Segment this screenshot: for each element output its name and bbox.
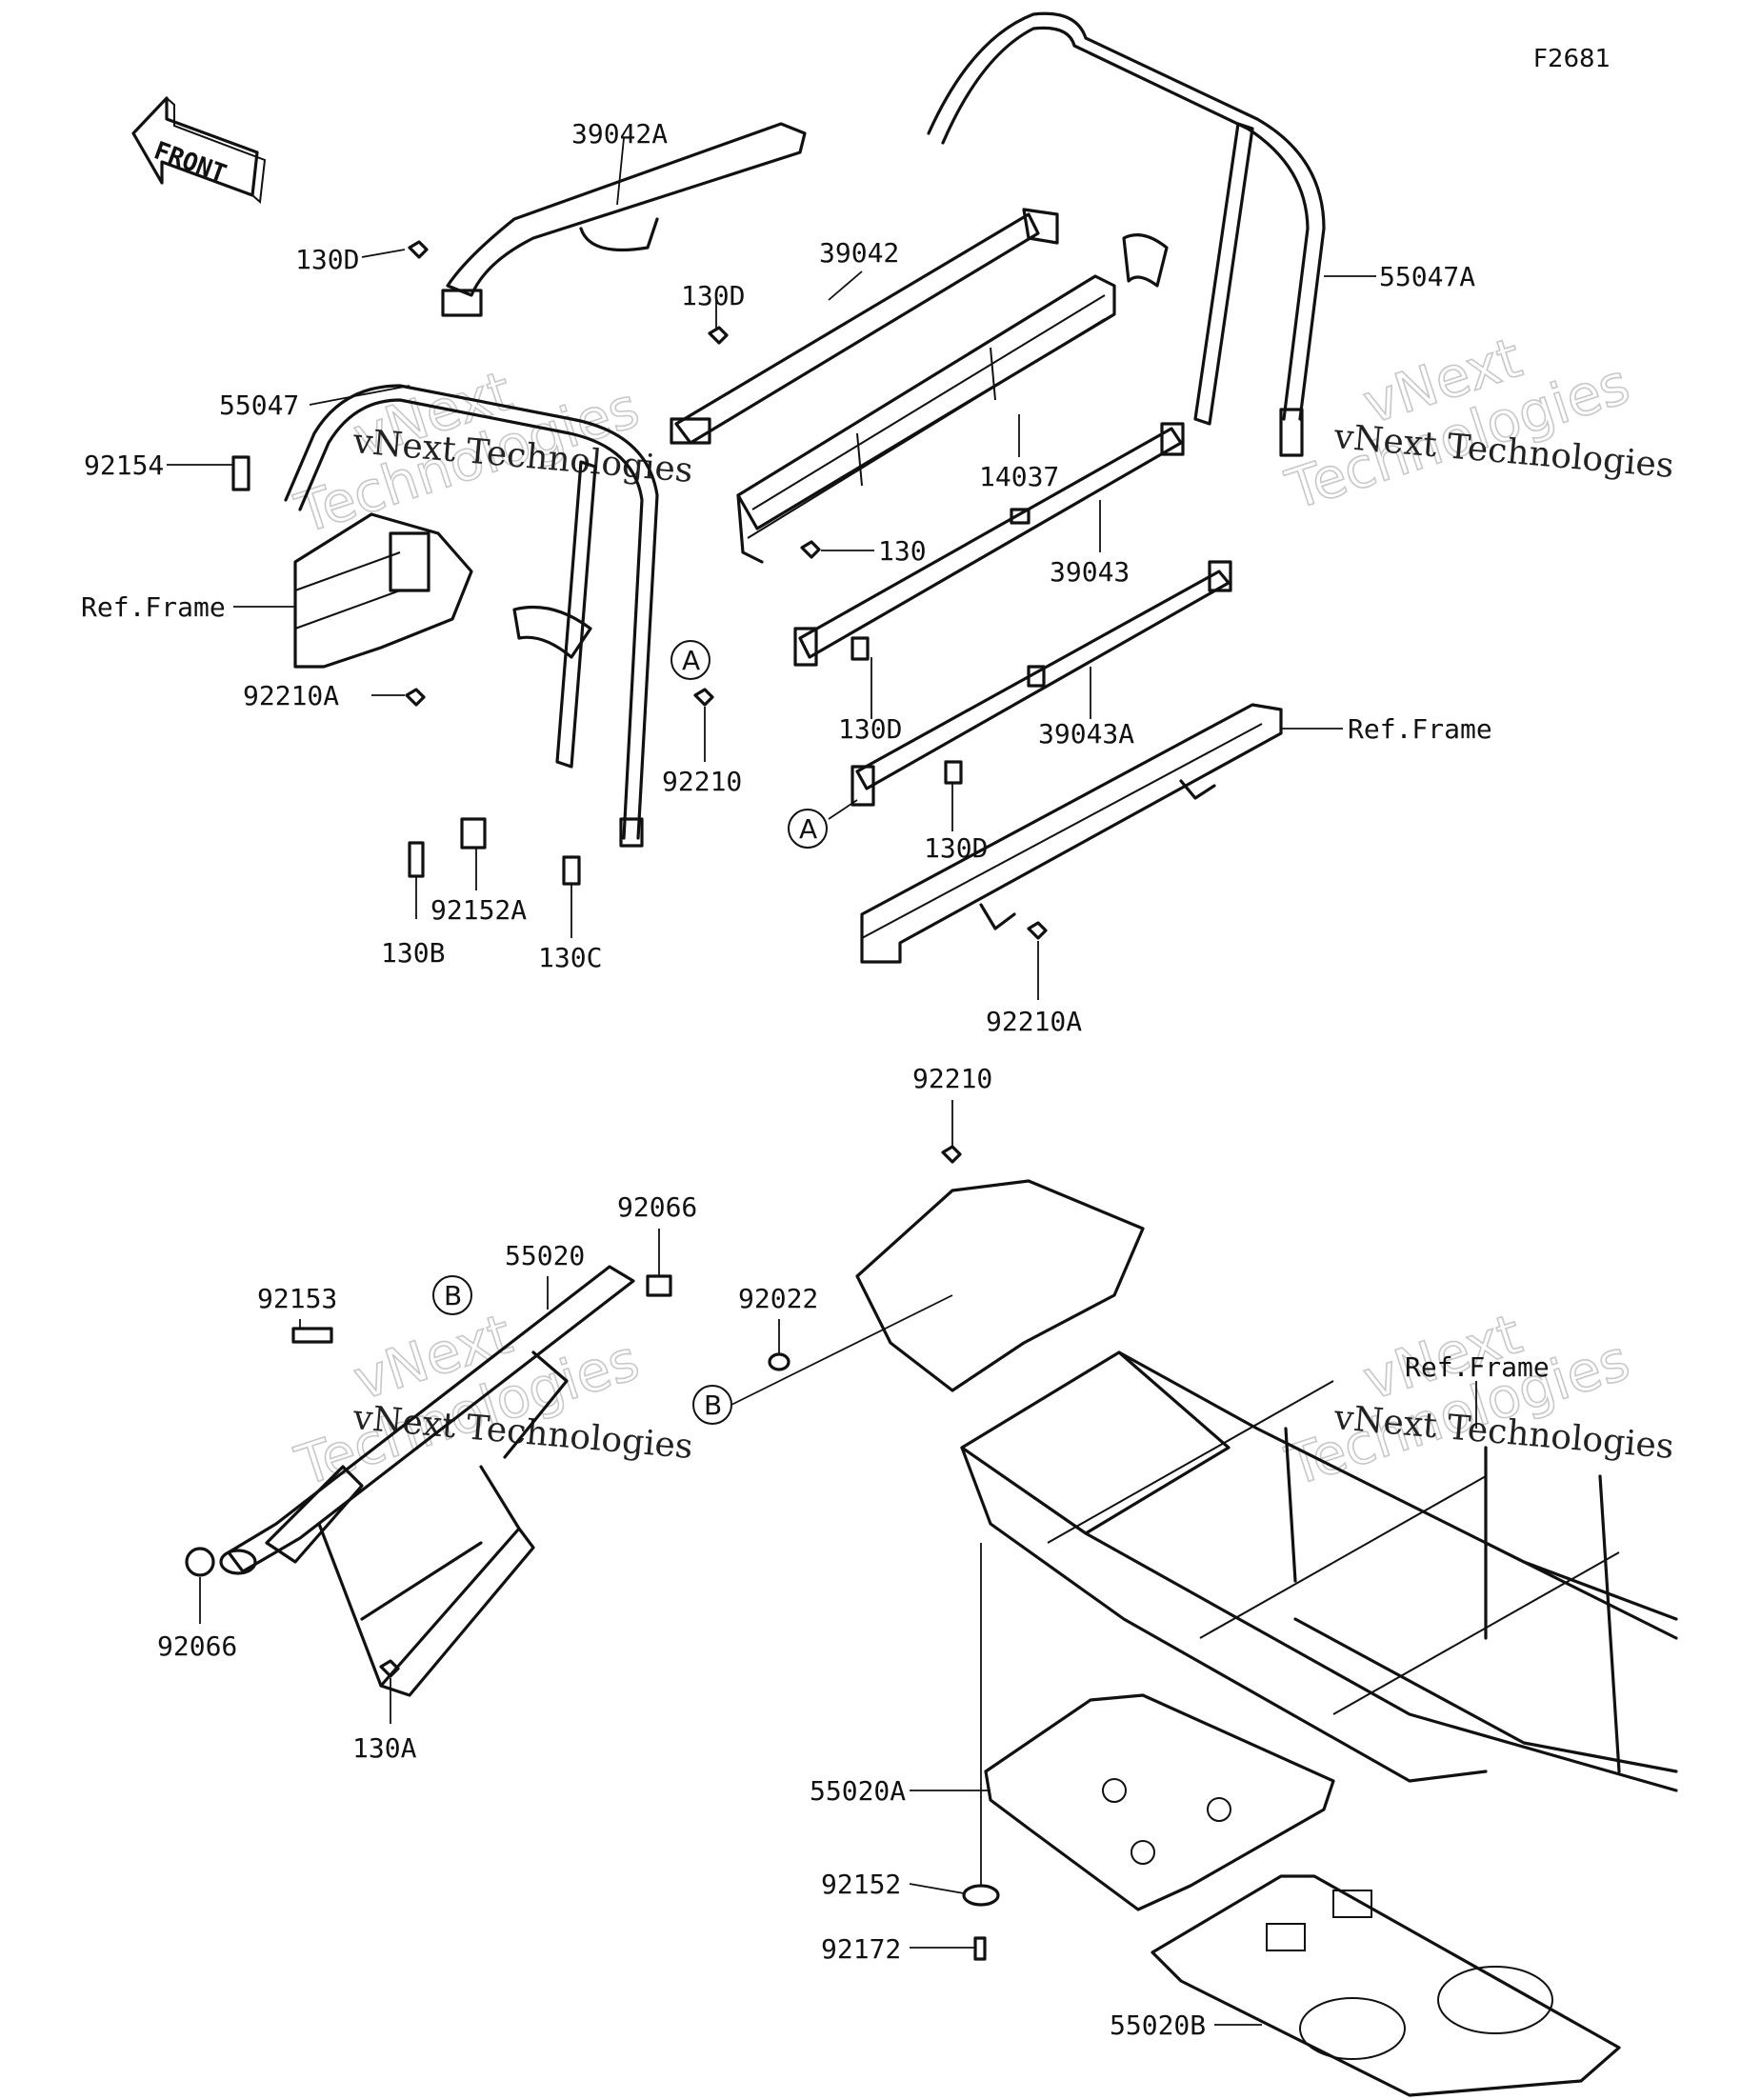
screw-icon (973, 1936, 987, 1961)
nut-icon (1027, 921, 1048, 940)
part-label-130A: 130A (352, 1732, 417, 1764)
roll-bar-front-55047 (284, 384, 659, 848)
part-label-55020: 55020 (505, 1240, 585, 1271)
part-label-92153: 92153 (257, 1283, 337, 1314)
upper-bar-39042 (670, 208, 1059, 445)
part-label-92210: 92210 (662, 766, 742, 797)
part-label-92066: 92066 (157, 1630, 237, 1662)
part-label-92154: 92154 (84, 450, 164, 481)
front-bumper-55020 (219, 1265, 635, 1697)
bolt-icon (291, 1327, 333, 1344)
callout-b-label: B (444, 1280, 462, 1311)
part-label-55020A: 55020A (810, 1775, 906, 1807)
roll-bar-rear-55047A (927, 11, 1326, 457)
callout-b (432, 1275, 472, 1315)
leader-lines-top (167, 137, 1376, 1000)
grommet-icon (962, 1884, 1000, 1907)
leader-lines-bottom (199, 1100, 1477, 2026)
callout-a-label: A (682, 645, 700, 676)
lower-bar-39043 (793, 422, 1185, 667)
part-label-92172: 92172 (821, 1933, 901, 1965)
upper-bar-39042A (441, 122, 807, 317)
skid-plate-55020A (984, 1693, 1335, 1911)
part-label-39043A: 39043A (1038, 718, 1134, 750)
callout-a (788, 809, 828, 849)
nut-icon (379, 1659, 400, 1678)
part-label-130D: 130D (838, 713, 902, 745)
bolt-icon (231, 455, 250, 491)
cap-icon (185, 1547, 215, 1577)
main-frame-ref-frame (855, 1179, 1678, 1792)
nut-icon (405, 688, 426, 707)
nut-icon (693, 688, 714, 707)
part-label-55047: 55047 (219, 390, 299, 421)
callout-a-label: A (799, 813, 817, 845)
bolt-icon (562, 855, 581, 886)
part-label-92022: 92022 (738, 1283, 818, 1314)
part-label-55020B: 55020B (1110, 2010, 1206, 2041)
part-label-130D: 130D (681, 280, 745, 311)
part-label-130: 130 (878, 535, 927, 567)
nut-icon (941, 1145, 962, 1164)
skid-plate-55020B (1151, 1874, 1621, 2097)
hardware-bottom (185, 1145, 1000, 1961)
bolt-icon (850, 636, 870, 661)
bolt-icon (944, 760, 963, 785)
part-label-14037: 14037 (979, 461, 1059, 492)
part-label-130B: 130B (381, 937, 445, 969)
frame-rail-ref-frame-top (860, 703, 1283, 964)
callout-a (670, 640, 710, 680)
collar-icon (460, 817, 487, 850)
figure-code: F2681 (1533, 45, 1611, 73)
callout-b-label: B (704, 1390, 722, 1421)
part-label-ref-frame: Ref.Frame (81, 591, 226, 623)
nut-icon (708, 326, 729, 345)
part-label-92210A: 92210A (243, 680, 339, 711)
cap-icon (646, 1274, 672, 1297)
nut-icon (800, 540, 821, 559)
cargo-bar-14037 (736, 274, 1116, 564)
front-arrow-icon: FRONT (131, 96, 267, 205)
part-label-92066: 92066 (617, 1191, 697, 1223)
part-label-92152A: 92152A (430, 894, 527, 926)
nut-icon (408, 240, 429, 259)
part-label-39042A: 39042A (571, 118, 668, 150)
part-label-130C: 130C (538, 942, 602, 973)
frame-bracket-ref-frame-left (293, 512, 473, 669)
part-label-92210: 92210 (912, 1063, 992, 1094)
part-label-130D: 130D (295, 244, 359, 275)
part-label-ref-frame: Ref.Frame (1348, 713, 1492, 745)
part-label-55047A: 55047A (1379, 261, 1475, 292)
part-label-92210A: 92210A (986, 1006, 1082, 1037)
bolt-icon (408, 841, 425, 878)
part-label-39043: 39043 (1050, 556, 1130, 588)
part-label-92152: 92152 (821, 1869, 901, 1900)
part-label-130D: 130D (924, 832, 988, 864)
part-label-39042: 39042 (819, 237, 899, 269)
lower-bar-39043A (850, 560, 1232, 807)
part-label-ref-frame: Ref.Frame (1405, 1351, 1550, 1383)
washer-icon (768, 1352, 790, 1371)
